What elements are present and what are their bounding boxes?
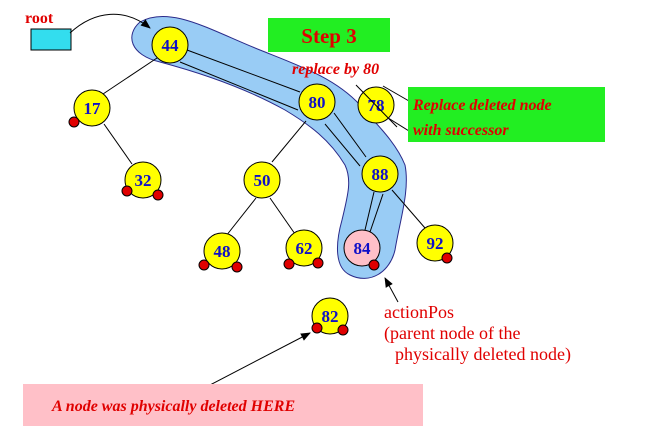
action-label-line1: actionPos [384,302,454,322]
node-84: 84 [343,229,381,271]
leaf-dot [121,185,133,197]
leaf-dot [337,324,349,336]
node-78: 78 [355,84,398,128]
node-17: 17 [68,89,111,128]
edge-80-88b [324,123,361,167]
edge-80-88 [333,112,367,158]
replace-label: replace by 80 [292,61,379,78]
svg-text:82: 82 [322,307,339,326]
replace-note-line1: Replace deleted node [412,97,552,114]
node-80: 80 [298,83,336,121]
action-arrow [384,277,399,303]
deleted-note: A node was physically deleted HERE [51,398,295,415]
deleted-note-box [23,384,423,426]
svg-text:88: 88 [372,165,389,184]
strike-line [355,84,398,128]
leaf-dot [68,116,80,128]
edge-17-32 [103,123,133,165]
leaf-dot [311,322,323,334]
edge-88-84 [364,191,375,231]
tree-edges [99,49,426,237]
svg-text:92: 92 [427,234,444,253]
action-label-line2: (parent node of the [384,323,520,344]
leaf-dot [152,189,164,201]
edge-50-48 [225,197,257,237]
root-arrow [69,13,151,34]
step-title: Step 3 [301,24,356,48]
svg-text:32: 32 [135,171,152,190]
svg-text:48: 48 [214,242,231,261]
leaf-dot [441,252,453,264]
edge-50-62 [269,197,296,235]
action-label-line3: physically deleted node) [395,344,571,365]
node-44: 44 [151,26,189,64]
replace-note-box [408,87,605,142]
edge-88-84b [369,193,384,233]
node-32: 32 [121,161,164,201]
root-box [30,28,72,51]
edge-44-17 [99,57,158,97]
leaf-dot [198,259,210,271]
edge-88-92 [391,189,426,229]
svg-text:44: 44 [162,36,180,55]
step-box [268,18,390,52]
svg-text:80: 80 [309,93,326,112]
edge-80-50 [271,120,307,163]
leaf-dot [312,257,324,269]
svg-text:50: 50 [254,171,271,190]
svg-text:84: 84 [354,239,372,258]
node-88: 88 [361,155,399,193]
leaf-dot [283,258,295,270]
replace-note-line2: with successor [413,122,509,139]
svg-text:62: 62 [296,239,313,258]
edge-44-80 [186,49,301,93]
edge-44-80b [179,61,299,111]
svg-text:17: 17 [84,99,102,118]
node-48: 48 [198,232,243,273]
node-50: 50 [243,161,281,199]
edge-78-note [382,85,410,102]
leaf-dot [231,261,243,273]
root-label: root [25,10,54,27]
node-62: 62 [283,229,324,270]
leaf-dot [368,259,380,271]
node-92: 92 [416,224,454,264]
node-82: 82 [311,297,349,336]
